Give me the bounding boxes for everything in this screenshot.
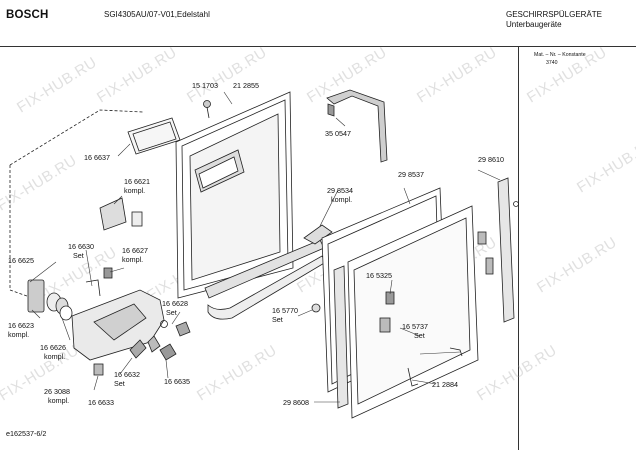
inner-door-panel [175, 91, 294, 299]
part-label: 16 6627 [122, 246, 148, 255]
part-label: 29 8608 [283, 398, 309, 407]
part-label: kompl. [48, 396, 70, 405]
screw-part [203, 100, 211, 119]
part-label: 21 2884 [432, 380, 458, 389]
front-panel [347, 205, 494, 419]
subcategory-title: Unterbaugeräte [506, 20, 562, 29]
part-label: 16 6626 [40, 343, 66, 352]
part-label: Set [272, 315, 283, 324]
part-label: 16 5737 [402, 322, 428, 331]
part-label: 29 8534 [327, 186, 353, 195]
part-label: kompl. [122, 255, 144, 264]
part-label: kompl. [331, 195, 353, 204]
part-label: Set [73, 251, 84, 260]
side-column-divider [518, 46, 519, 450]
part-label: 16 5325 [366, 271, 392, 280]
category-title: GESCHIRRSPÜLGERÄTE [506, 10, 603, 19]
part-label: kompl. [8, 330, 30, 339]
part-label: 16 6635 [164, 377, 190, 386]
part-label: 16 6623 [8, 321, 34, 330]
part-label: Set [414, 331, 425, 340]
part-label: 26 3088 [44, 387, 70, 396]
part-label: 16 5770 [272, 306, 298, 315]
part-label: 16 6637 [84, 153, 110, 162]
brand-logo: BOSCH [6, 9, 49, 21]
part-label: kompl. [124, 186, 146, 195]
document-id: e162537-6/2 [6, 429, 47, 438]
small-parts [93, 303, 321, 376]
part-label: 21 2855 [233, 81, 259, 90]
part-label: 16 6633 [88, 398, 114, 407]
frame-part [127, 117, 181, 155]
side-trim [333, 265, 349, 409]
control-module [27, 267, 165, 361]
hinge-bracket [326, 89, 388, 163]
header-divider [0, 46, 636, 47]
part-label: Set [114, 379, 125, 388]
model-title: SGI4305AU/07-V01,Edelstahl [104, 10, 210, 19]
part-label: 16 6632 [114, 370, 140, 379]
part-label: 16 6628 [162, 299, 188, 308]
control-strip [204, 224, 333, 320]
part-label: 29 8610 [478, 155, 504, 164]
part-label: 15 1703 [192, 81, 218, 90]
part-label: kompl. [44, 352, 66, 361]
switch-module [99, 197, 143, 231]
part-label: 29 8537 [398, 170, 424, 179]
part-label: 35 0547 [325, 129, 351, 138]
part-label: 16 6630 [68, 242, 94, 251]
part-label: 16 6625 [8, 256, 34, 265]
right-trim [497, 177, 519, 323]
part-label: Set [166, 308, 177, 317]
material-constant: 3740 [546, 60, 558, 66]
part-label: 16 6621 [124, 177, 150, 186]
material-note: Mat. – Nr. – Konstante [534, 52, 586, 58]
